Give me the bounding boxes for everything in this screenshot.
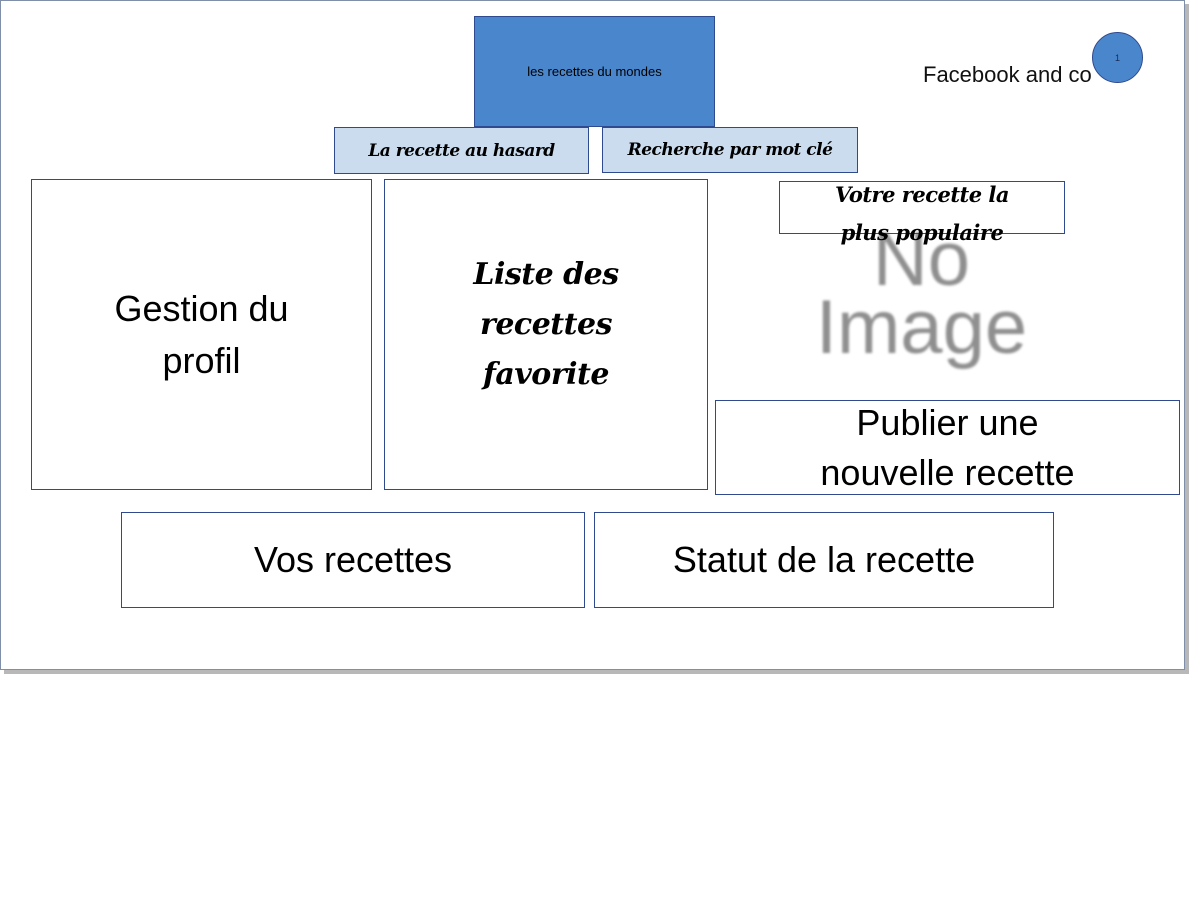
- publish-recipe-label: Publier une nouvelle recette: [820, 401, 1075, 493]
- keyword-search-button[interactable]: Recherche par mot clé: [602, 127, 858, 173]
- no-image-placeholder: No Image: [815, 217, 1028, 370]
- random-recipe-button[interactable]: La recette au hasard: [334, 127, 589, 174]
- recipe-status-label: Statut de la recette: [672, 539, 976, 580]
- profile-management-label: Gestion du profil: [114, 287, 289, 381]
- site-title-banner: les recettes du mondes: [474, 16, 715, 127]
- keyword-search-label: Recherche par mot clé: [627, 140, 833, 160]
- favorites-label: Liste des recettes favorite: [473, 256, 619, 392]
- random-recipe-label: La recette au hasard: [368, 140, 555, 161]
- social-label[interactable]: Facebook and co: [923, 62, 1092, 87]
- publish-recipe-button[interactable]: Publier une nouvelle recette: [715, 400, 1180, 495]
- favorites-panel[interactable]: Liste des recettes favorite: [384, 179, 708, 490]
- popular-recipe-title: Votre recette la plus populaire: [779, 181, 1065, 245]
- your-recipes-button[interactable]: Vos recettes: [121, 512, 585, 608]
- slide-canvas: les recettes du mondes Facebook and co 1…: [0, 0, 1185, 670]
- profile-management-panel[interactable]: Gestion du profil: [31, 179, 372, 490]
- site-title: les recettes du mondes: [527, 64, 662, 79]
- popular-recipe-label: Votre recette la plus populaire: [834, 182, 1010, 245]
- notification-badge[interactable]: 1: [1092, 32, 1143, 83]
- recipe-status-button[interactable]: Statut de la recette: [594, 512, 1054, 608]
- your-recipes-label: Vos recettes: [253, 539, 453, 580]
- badge-count: 1: [1114, 52, 1120, 63]
